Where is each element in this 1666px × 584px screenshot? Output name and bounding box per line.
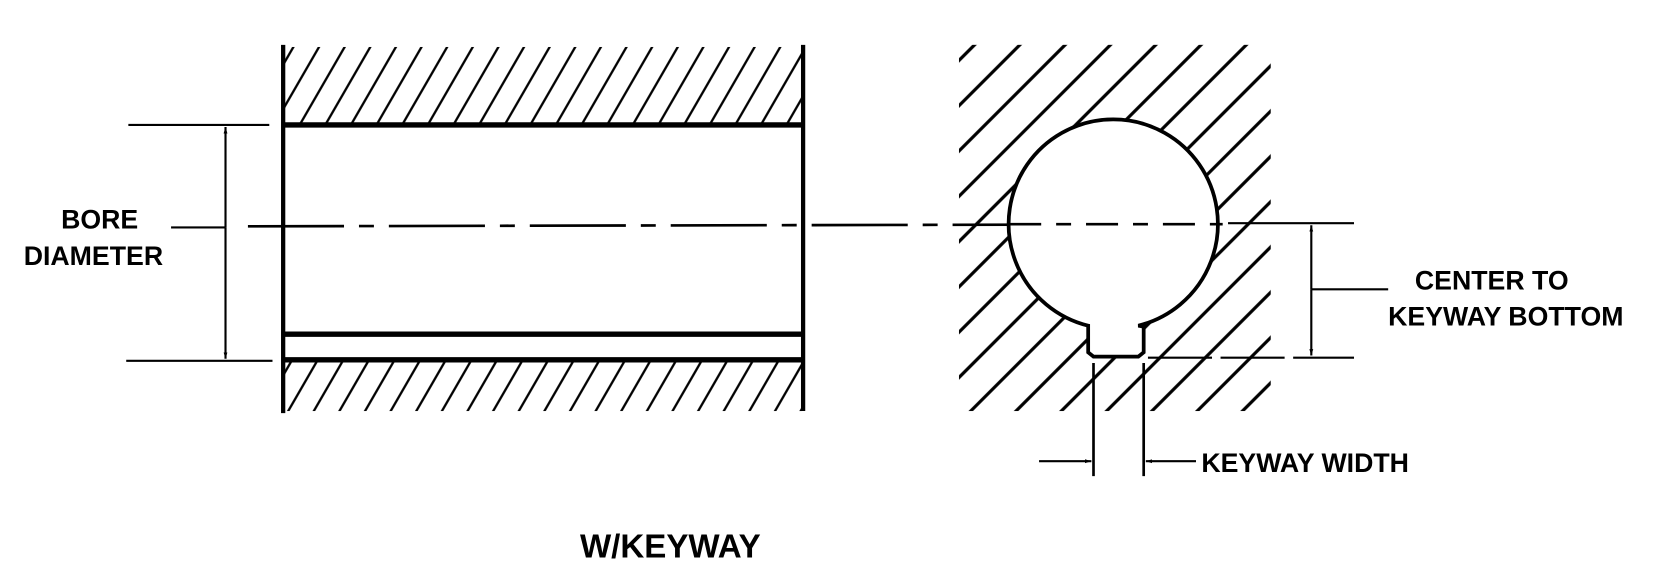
center-to-keyway-dimension: CENTER TO KEYWAY BOTTOM xyxy=(1147,222,1623,359)
caption: W/KEYWAY xyxy=(580,528,761,565)
bore-label-line1: BORE xyxy=(61,204,138,234)
top-hatch xyxy=(283,46,804,125)
bore-with-keyway-outline xyxy=(1006,117,1220,359)
bottom-hatch xyxy=(283,360,804,412)
bore-label-line2: DIAMETER xyxy=(24,241,163,271)
bore-diameter-dimension: BORE DIAMETER xyxy=(24,123,273,362)
bore-section-view xyxy=(281,44,806,414)
keyway-width-label: KEYWAY WIDTH xyxy=(1201,448,1409,478)
center-label-line1: CENTER TO xyxy=(1415,265,1569,295)
keyway-end-view xyxy=(958,44,1271,412)
center-label-line2: KEYWAY BOTTOM xyxy=(1388,302,1623,332)
keyway-width-dimension: KEYWAY WIDTH xyxy=(1039,362,1409,478)
